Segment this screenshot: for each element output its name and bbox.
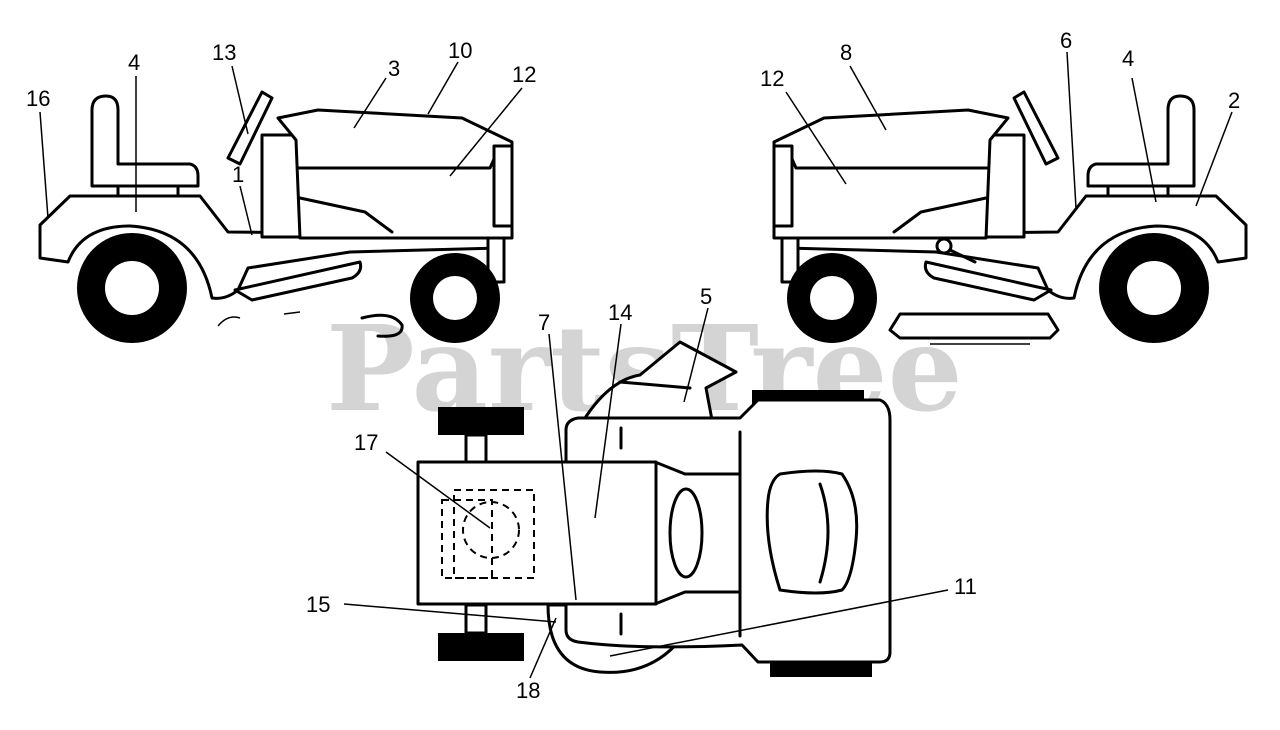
discharge-chute — [583, 340, 738, 422]
callout-18: 18 — [516, 678, 540, 703]
callout-13: 13 — [212, 40, 236, 65]
callout-12-right: 12 — [760, 66, 784, 91]
mower-deck — [888, 312, 1060, 340]
deck-outline — [217, 311, 301, 327]
callout-12-left: 12 — [512, 62, 536, 87]
callout-15: 15 — [306, 592, 330, 617]
callout-7: 7 — [538, 310, 550, 335]
seat-back-right — [1086, 94, 1196, 188]
hood-lower-line — [298, 196, 394, 234]
rear-wheel-hub — [105, 261, 159, 315]
lift-lever — [948, 248, 977, 264]
callout-labels: 16 4 13 3 10 12 1 12 8 6 4 2 7 14 5 17 1… — [26, 28, 1240, 703]
front-grille-right — [772, 144, 794, 228]
rear-left-tire — [438, 407, 524, 435]
callout-14: 14 — [608, 300, 632, 325]
steering-column — [260, 133, 302, 239]
callout-4-right: 4 — [1122, 46, 1134, 71]
callout-1: 1 — [232, 162, 244, 187]
seat-back-outline — [453, 489, 535, 579]
steering-wheel-top — [668, 487, 704, 579]
fuel-cap-outline — [462, 501, 520, 559]
front-wheel-hub — [433, 276, 477, 320]
callout-11: 11 — [954, 574, 977, 599]
hood-right — [772, 108, 1010, 240]
hood — [276, 108, 514, 240]
rear-axle-top — [464, 433, 488, 465]
seat-back — [90, 94, 200, 188]
rear-axle-bottom — [464, 603, 488, 635]
callout-10: 10 — [448, 38, 472, 63]
rear-wheel-right-hub — [1127, 261, 1181, 315]
top-view-tractor — [416, 340, 892, 677]
hood-oval — [765, 469, 859, 595]
rear-right-tire — [438, 633, 524, 661]
chute-inner-line — [618, 380, 692, 390]
callout-2: 2 — [1228, 88, 1240, 113]
leader-lines — [39, 51, 1233, 679]
front-right-tire — [770, 663, 872, 677]
footrest — [233, 260, 363, 302]
front-grille — [492, 144, 514, 228]
callout-5: 5 — [700, 284, 712, 309]
callout-17: 17 — [354, 430, 378, 455]
callout-6: 6 — [1060, 28, 1072, 53]
callout-4-left: 4 — [128, 50, 140, 75]
callout-3: 3 — [388, 56, 400, 81]
lift-lever-knob — [935, 237, 953, 255]
seat-area-top — [416, 460, 658, 606]
front-wheel-right-hub — [810, 276, 854, 320]
callout-8: 8 — [840, 40, 852, 65]
rear-fender-right — [784, 194, 1248, 300]
right-side-view-tractor — [772, 90, 1248, 345]
steering-wheel — [226, 90, 274, 166]
steering-column-right — [984, 133, 1026, 239]
hood-oval-inner — [818, 482, 830, 584]
left-side-view-tractor — [38, 90, 514, 343]
callout-16: 16 — [26, 86, 50, 111]
steering-wheel-right — [1012, 90, 1060, 166]
hood-lower-line-right — [892, 196, 988, 234]
rear-fender — [38, 194, 502, 300]
hook-detail — [360, 313, 404, 338]
footrest-right — [923, 260, 1053, 302]
seat-outline — [441, 499, 493, 579]
